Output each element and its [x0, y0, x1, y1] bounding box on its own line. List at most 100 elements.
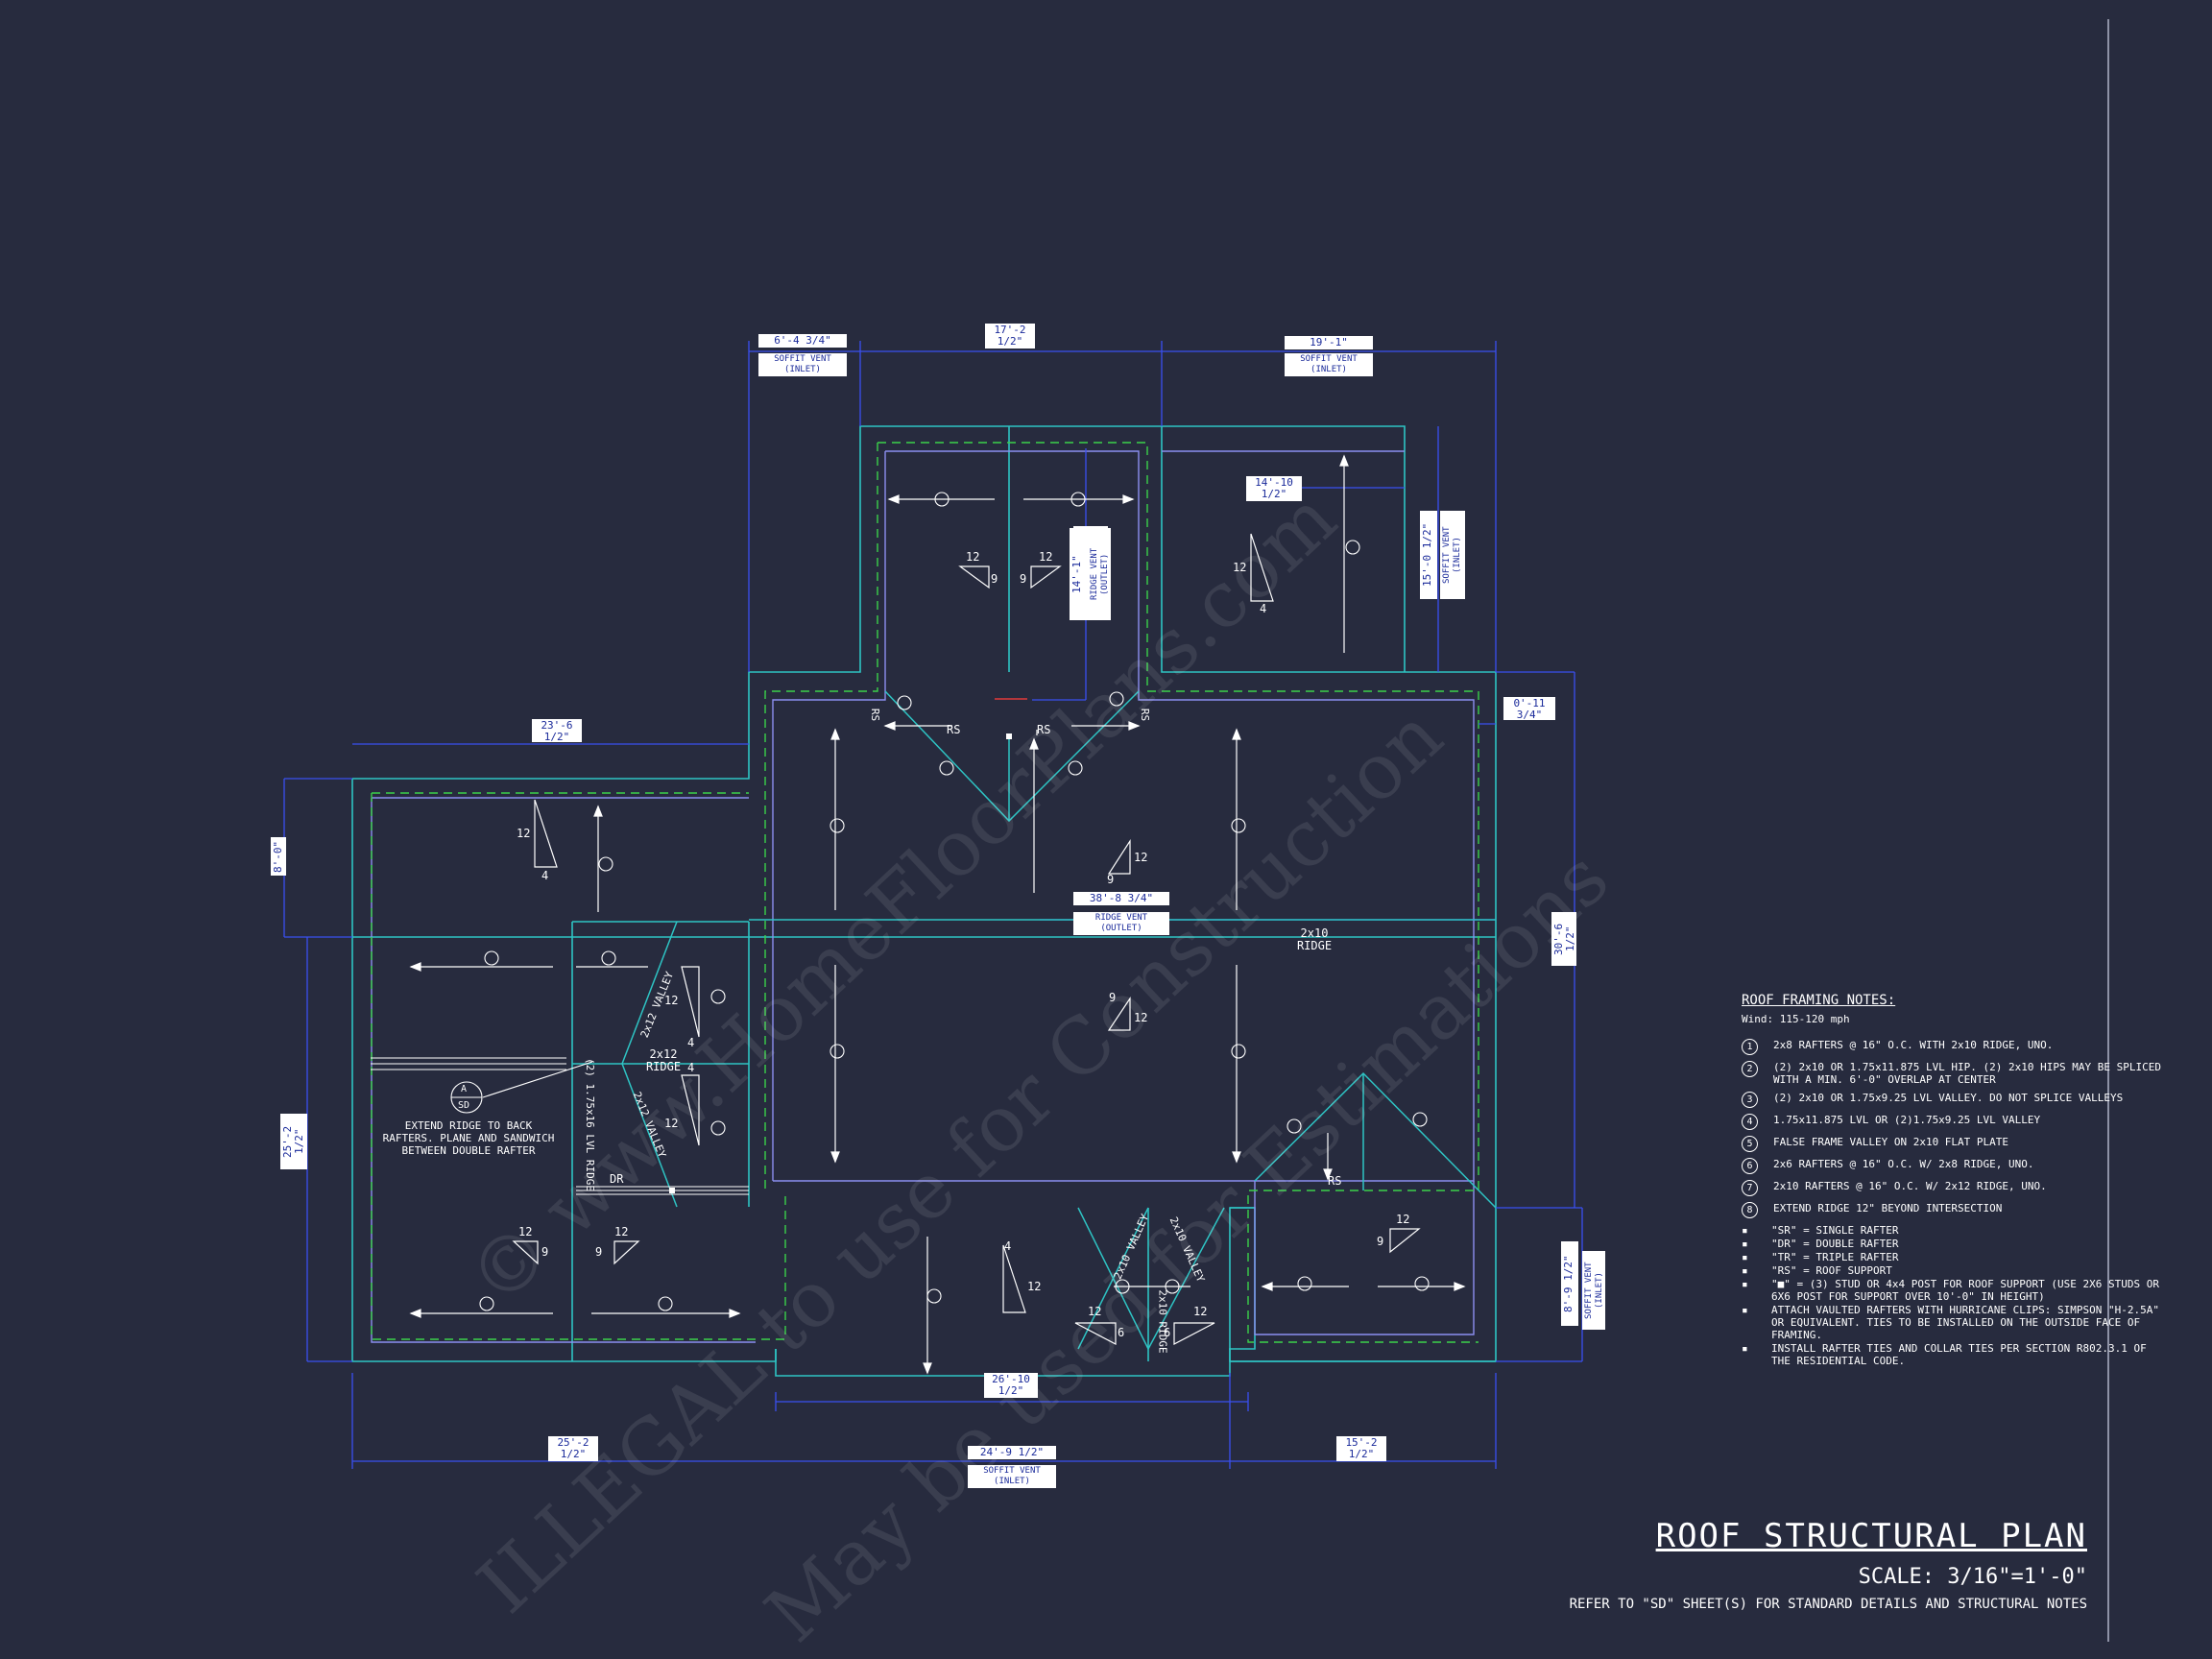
bullet-icon: ▪ [1742, 1304, 1748, 1316]
bullet-icon: ▪ [1742, 1251, 1748, 1263]
vent-label: RIDGE VENT [1090, 547, 1099, 601]
vent-label: RIDGE VENT [1094, 913, 1148, 923]
vent-sub: (INLET) [1595, 1272, 1604, 1309]
pitch-12: 12 [1134, 1011, 1148, 1024]
dim-frac: 1/2" [543, 731, 570, 743]
dim-left-lower: 25'-2 1/2" [280, 1114, 307, 1169]
rs-label-2: RS [1037, 723, 1051, 736]
vent-top-right: SOFFIT VENT(INLET) [1285, 353, 1373, 376]
note-item: 3(2) 2x10 OR 1.75x9.25 LVL VALLEY. DO NO… [1742, 1092, 2164, 1108]
dim-val: 26'-10 [992, 1373, 1030, 1385]
vent-sub: (OUTLET) [1100, 924, 1142, 933]
note-line: BETWEEN DOUBLE RAFTER [401, 1144, 536, 1157]
note-text: EXTEND RIDGE 12" BEYOND INTERSECTION [1773, 1202, 2003, 1214]
legend-item: ▪ ATTACH VAULTED RAFTERS WITH HURRICANE C… [1742, 1304, 2164, 1341]
rs-label-1: RS [947, 723, 961, 736]
pitch-9: 9 [1109, 991, 1117, 1004]
vent-label: SOFFIT VENT [1584, 1262, 1594, 1319]
vent-sub: (INLET) [784, 365, 821, 374]
bullet-icon: ▪ [1742, 1238, 1748, 1250]
legend-item: ▪"TR" = TRIPLE RAFTER [1742, 1251, 2164, 1263]
legend-item: ▪ INSTALL RAFTER TIES AND COLLAR TIES PER… [1742, 1342, 2164, 1367]
dim-bottom-mid: 24'-9 1/2" [968, 1446, 1056, 1459]
note-number: 3 [1742, 1092, 1758, 1108]
hip-valley-lines [621, 690, 1497, 1351]
dim-right-lower: 8'-9 1/2" [1561, 1241, 1578, 1326]
vent-bottom-mid: SOFFIT VENT(INLET) [968, 1465, 1056, 1488]
pitch-4: 4 [541, 869, 549, 882]
dim-frac: 3/4" [1516, 709, 1543, 721]
note-text: 2x8 RAFTERS @ 16" O.C. WITH 2x10 RIDGE, … [1773, 1039, 2054, 1051]
dim-frac: 1/2" [560, 1448, 587, 1460]
pitch-9: 9 [541, 1245, 549, 1259]
pitch-4: 4 [687, 1036, 695, 1049]
notes-wind: Wind: 115-120 mph [1742, 1013, 1850, 1025]
sheet-reference: REFER TO "SD" SHEET(S) FOR STANDARD DETA… [1569, 1597, 2087, 1612]
dim-val: 23'-6 [541, 719, 573, 732]
vent-sub: (INLET) [994, 1477, 1030, 1486]
notes-legend: ▪ "SR" = SINGLE RAFTER ▪ "DR" = DOUBLE RAFT… [1742, 1224, 2164, 1367]
dim-val: 15'-2 [1345, 1436, 1378, 1449]
bullet-icon: ▪ [1742, 1264, 1748, 1277]
notes-list: 1 2x8 RAFTERS @ 16" O.C. WITH 2x10 RIDGE,… [1742, 1039, 2164, 1218]
pitch-9: 9 [991, 572, 998, 586]
pitch-9: 9 [595, 1245, 603, 1259]
lbl-a: 2x10 [1300, 926, 1329, 940]
dim-top-right: 19'-1" [1285, 336, 1373, 349]
post-markers [669, 733, 1012, 1193]
detail-a: A [461, 1084, 468, 1094]
eave-line [371, 442, 1479, 1343]
pitch-12: 12 [1088, 1305, 1102, 1318]
vent-label: SOFFIT VENT [774, 354, 831, 364]
vent-top-left: SOFFIT VENT(INLET) [758, 353, 847, 376]
legend-text: "SR" = SINGLE RAFTER [1771, 1224, 1899, 1237]
dim-inner-right: 15'-0 1/2" [1420, 511, 1437, 599]
note-text: 1.75x11.875 LVL OR (2)1.75x9.25 LVL VALL… [1773, 1114, 2041, 1126]
pitch-12: 12 [1233, 561, 1247, 574]
dim-frac: 1/2" [293, 1128, 305, 1155]
note-text: (2) 2x10 OR 1.75x11.875 LVL HIP. (2) 2x1… [1773, 1061, 2161, 1086]
ridge-2x10-vert: 2x10 RIDGE [1156, 1289, 1169, 1354]
legend-text: INSTALL RAFTER TIES AND COLLAR TIES PER … [1771, 1342, 2147, 1367]
legend-text: "RS" = ROOF SUPPORT [1771, 1264, 1892, 1277]
rs-label-5: RS [1328, 1174, 1342, 1188]
rs-label-3: RS [869, 708, 882, 722]
pitch-4: 4 [1260, 602, 1267, 615]
sheet-title: ROOF STRUCTURAL PLAN [1655, 1517, 2087, 1555]
pitch-4: 4 [1004, 1239, 1012, 1253]
note-line: EXTEND RIDGE TO BACK [404, 1119, 533, 1132]
vent-sub: (INLET) [1453, 537, 1462, 573]
note-number: 4 [1742, 1114, 1758, 1130]
note-number: 1 [1742, 1039, 1758, 1055]
vent-sub: (OUTLET) [1100, 553, 1110, 595]
bullet-icon: ▪ [1742, 1224, 1748, 1237]
rs-label-4: RS [1139, 708, 1152, 722]
bullet-icon: ▪ [1742, 1342, 1748, 1355]
sheet-scale: SCALE: 3/16"=1'-0" [1858, 1565, 2087, 1589]
pitch-12: 12 [517, 827, 531, 840]
dim-top-left: 6'-4 3/4" [758, 334, 847, 348]
legend-text: ATTACH VAULTED RAFTERS WITH HURRICANE CL… [1771, 1304, 2159, 1341]
pitch-6: 6 [1164, 1326, 1171, 1339]
dim-frac: 1/2" [998, 1384, 1024, 1397]
pitch-9: 9 [1107, 873, 1115, 886]
pitch-9: 9 [1377, 1235, 1384, 1248]
dim-left-side: 8'-0" [271, 837, 286, 876]
legend-text: "DR" = DOUBLE RAFTER [1771, 1238, 1899, 1250]
lvl-ridge-label: (2) 1.75x16 LVL RIDGE [584, 1057, 597, 1192]
pitch-6: 6 [1118, 1326, 1125, 1339]
dim-val: 0'-11 [1513, 697, 1546, 709]
note-number: 8 [1742, 1202, 1758, 1218]
note-text: 2x6 RAFTERS @ 16" O.C. W/ 2x8 RIDGE, UNO… [1773, 1158, 2034, 1170]
pitch-12: 12 [1134, 851, 1148, 864]
